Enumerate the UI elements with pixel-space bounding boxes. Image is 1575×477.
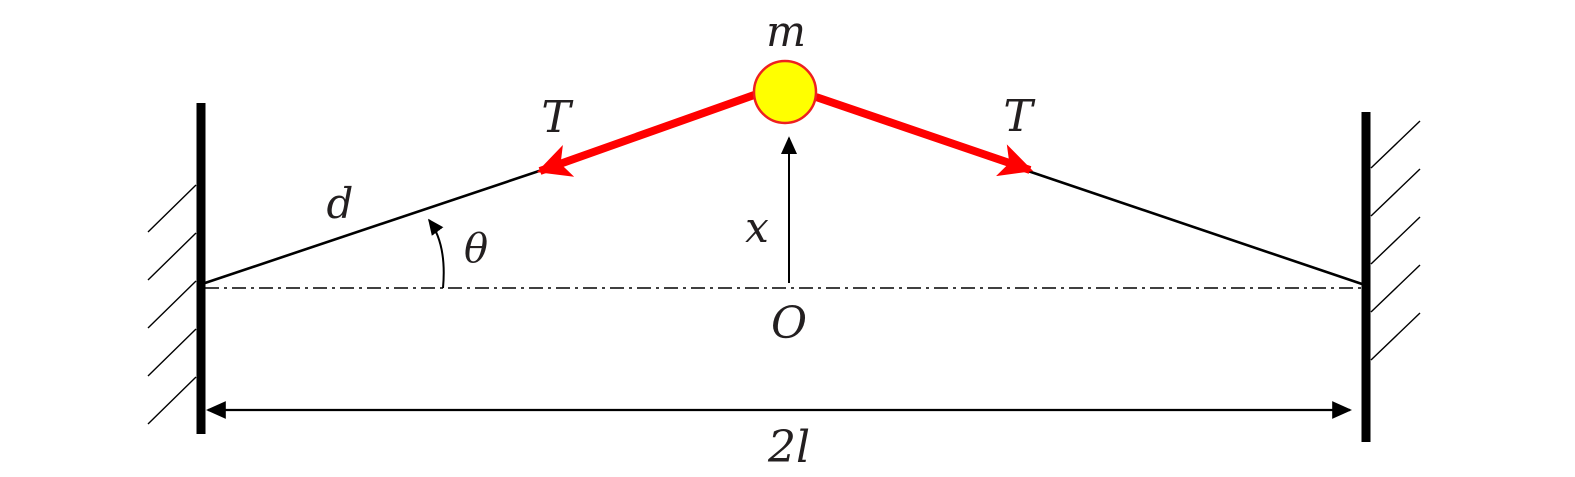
mass-label: m [766, 7, 806, 56]
right-wall-hatching [1370, 120, 1421, 361]
string-left [204, 166, 549, 285]
segment-label: d [327, 179, 354, 228]
tension-label-right: T [1003, 91, 1036, 142]
tension-arrow-right [814, 93, 1034, 177]
tension-label-left: T [541, 92, 574, 143]
origin-label: O [771, 298, 807, 349]
left-wall-hatching [147, 184, 197, 425]
span-label: 2l [767, 422, 810, 473]
mass-ball [752, 59, 818, 125]
right-wall [1361, 112, 1421, 442]
string-right [1027, 169, 1363, 286]
left-wall [147, 103, 206, 434]
tension-arrow-left [536, 90, 759, 177]
angle-arc [428, 218, 445, 289]
angle-label: θ [464, 226, 488, 272]
displacement-label: x [745, 203, 769, 252]
